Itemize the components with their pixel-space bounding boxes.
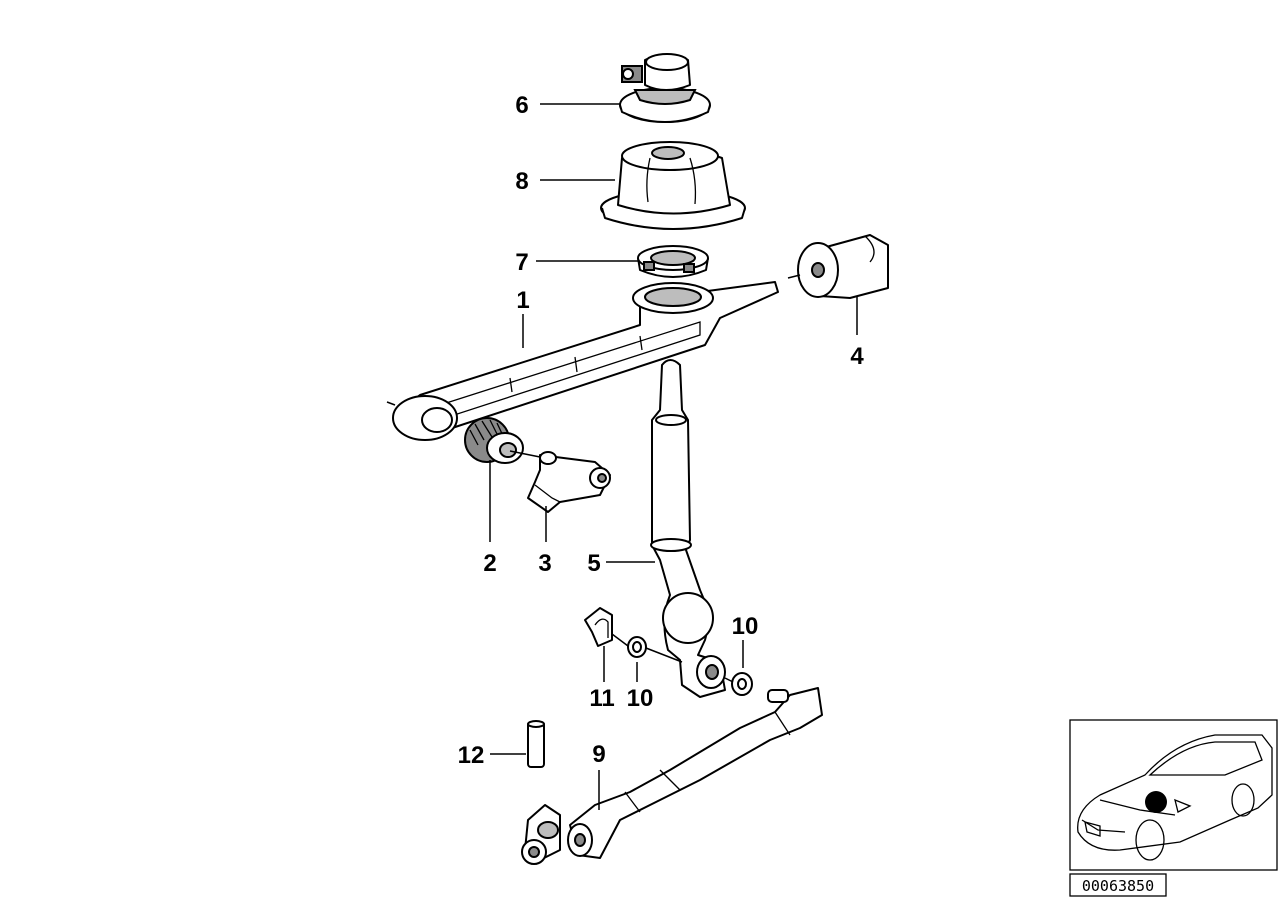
part-10-washer-right [731, 672, 753, 696]
part-4-damper [797, 234, 889, 299]
part-11-clip [584, 607, 613, 647]
callout-8: 8 [515, 168, 528, 195]
part-9-selector-rod [521, 687, 823, 865]
part-7-bushing [637, 245, 709, 278]
document-number: 00063850 [1082, 877, 1154, 895]
part-12-pin [527, 720, 545, 768]
part-3-bracket [527, 451, 611, 513]
vehicle-locator-inset [1069, 719, 1278, 871]
part-10-washer-left [627, 636, 647, 658]
callout-5: 5 [587, 550, 600, 577]
callout-1: 1 [516, 287, 529, 314]
callout-4: 4 [850, 343, 864, 370]
callout-3: 3 [538, 550, 551, 577]
callout-9: 9 [592, 741, 605, 768]
part-6-clamp [619, 53, 711, 123]
part-5-selector-shaft [650, 359, 726, 698]
callout-10-right: 10 [732, 613, 759, 640]
callout-7: 7 [515, 249, 528, 276]
part-8-boot [600, 141, 746, 230]
callout-10-left: 10 [627, 685, 654, 712]
document-number-box [1069, 873, 1167, 897]
assembly-hint-lines [509, 274, 801, 683]
callout-12: 12 [458, 742, 485, 769]
callout-6: 6 [515, 92, 528, 119]
callout-2: 2 [483, 550, 496, 577]
locator-dot [1145, 791, 1167, 813]
callout-11: 11 [589, 685, 614, 712]
leader-lines [489, 103, 858, 810]
part-2-ribbed-bushing [464, 417, 524, 464]
part-1-lever-arm [386, 281, 779, 441]
